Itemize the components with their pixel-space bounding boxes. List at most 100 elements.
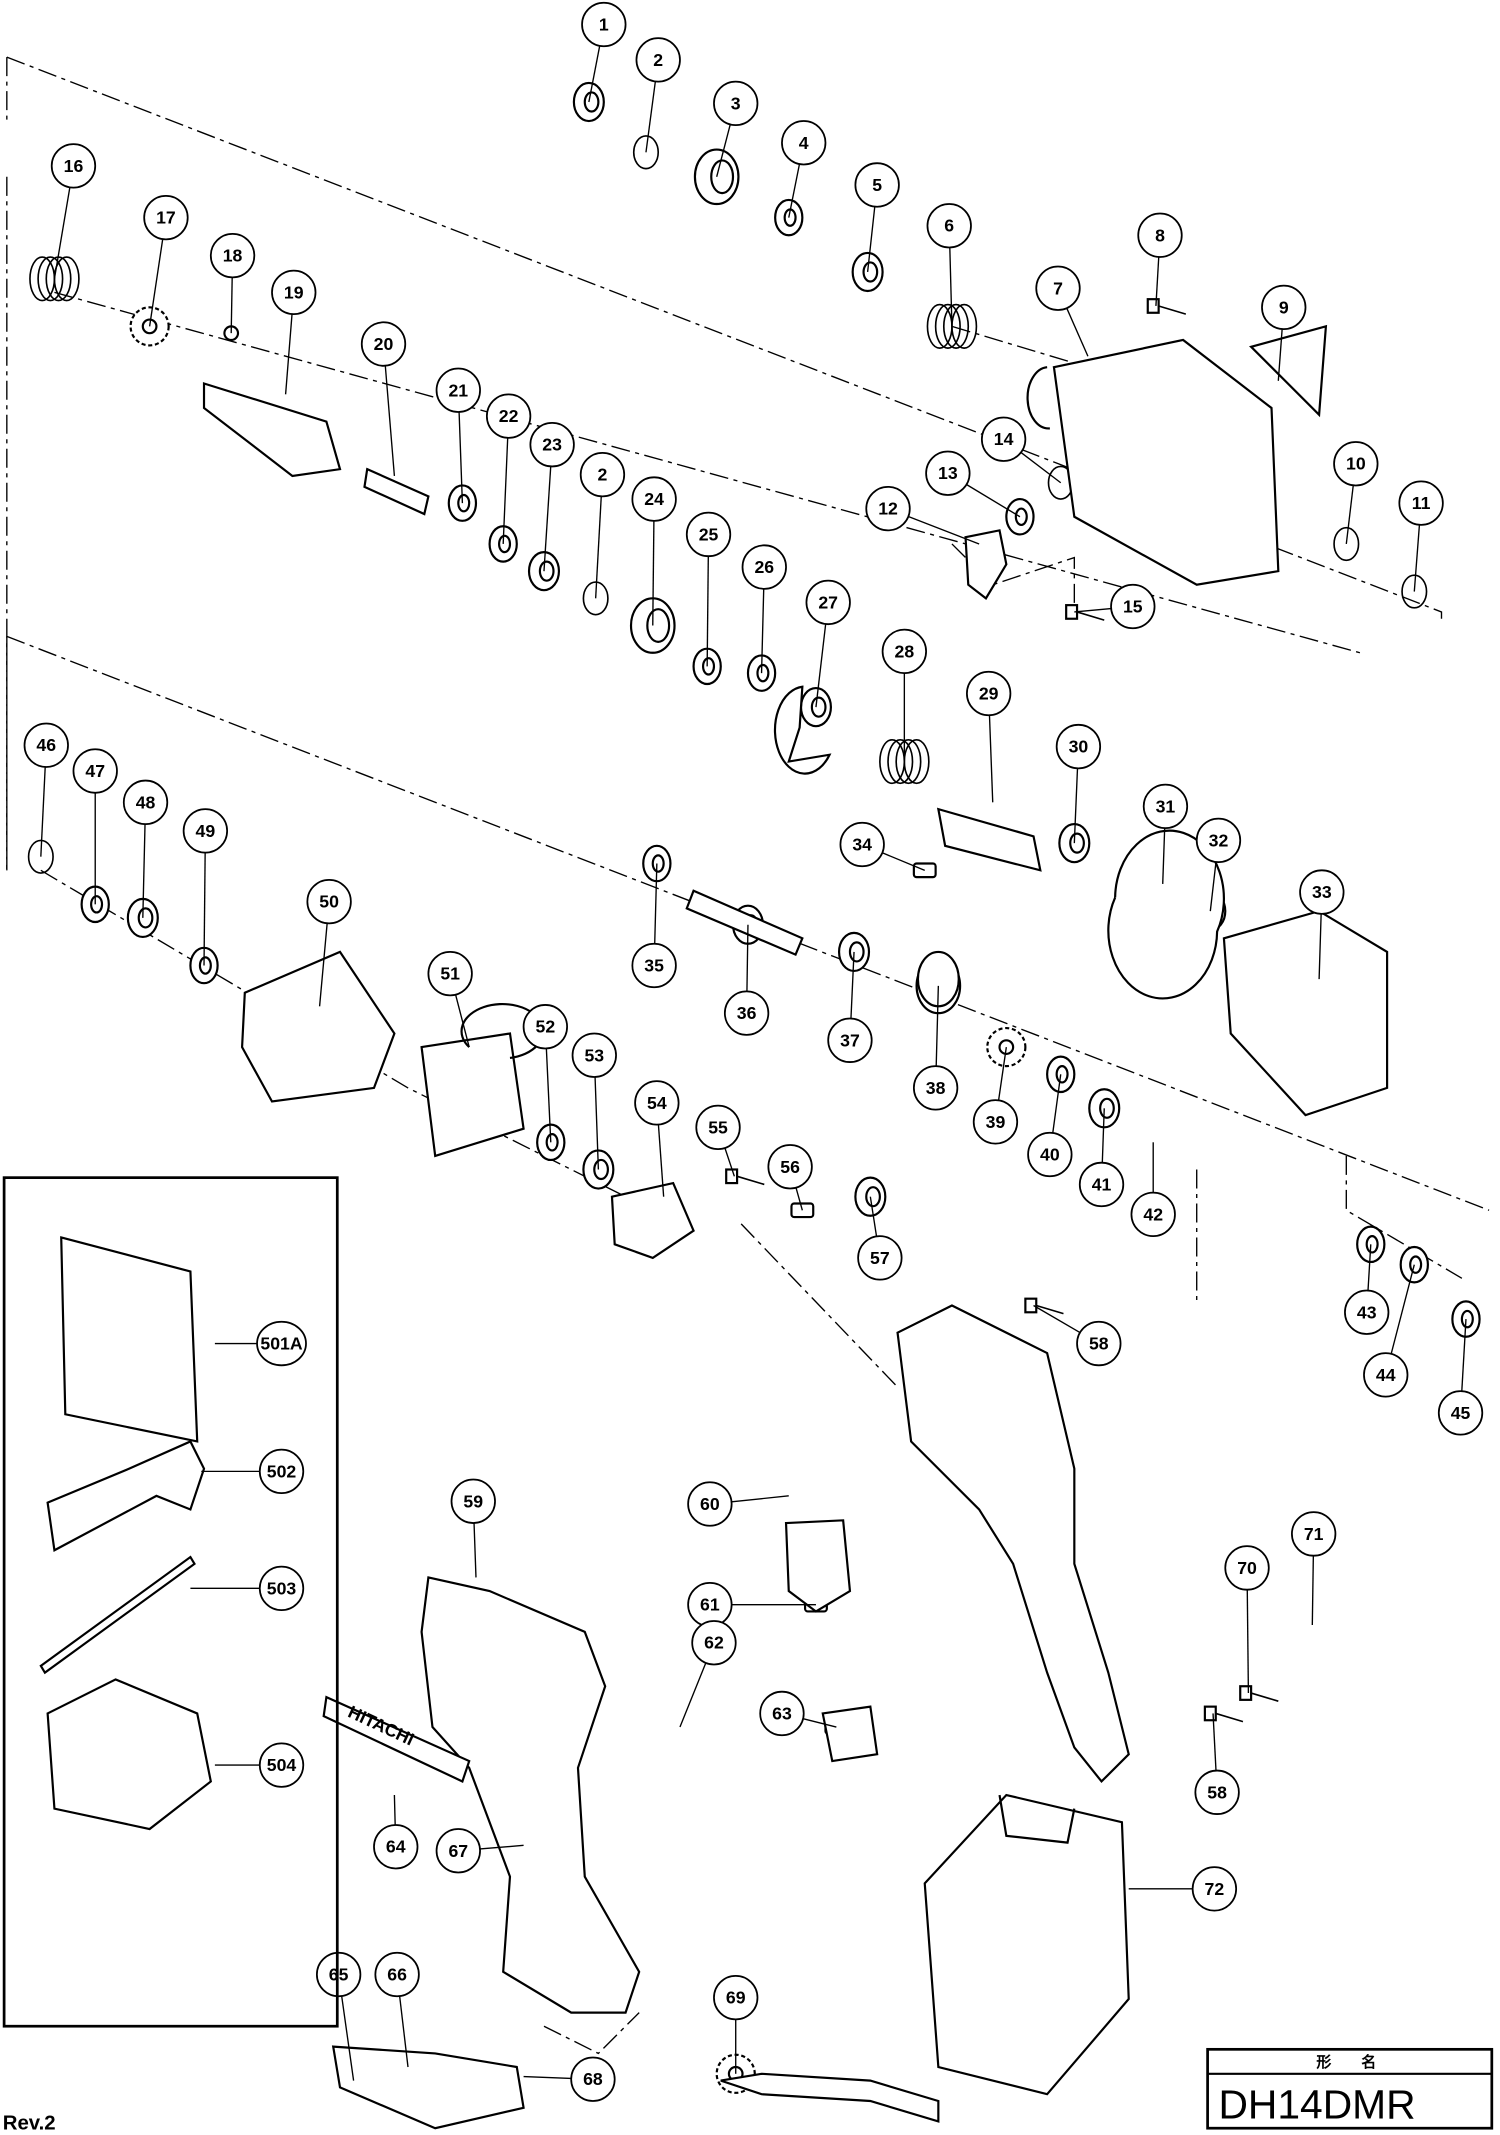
- callout-circle: [360, 321, 407, 367]
- callout-number: 40: [1040, 1145, 1060, 1165]
- callout-number: 52: [536, 1017, 556, 1037]
- callout-circle: [1333, 441, 1379, 487]
- callout-501A: 501A: [256, 1320, 307, 1367]
- leader-line: [1209, 861, 1217, 912]
- part-retaining-ring: [582, 581, 609, 616]
- callout-number: 53: [584, 1045, 604, 1065]
- callout-38: 38: [912, 1065, 959, 1111]
- callout-labels: 1234567891011121314151617181920212223224…: [23, 1, 1484, 2102]
- callout-circle: [839, 821, 885, 868]
- callout-number: 36: [737, 1003, 757, 1023]
- callout-number: 17: [156, 208, 176, 228]
- leader-line: [988, 715, 994, 803]
- callout-62: 62: [691, 1620, 737, 1666]
- callout-circle: [315, 1951, 362, 1998]
- callout-number: 33: [1312, 882, 1332, 902]
- callout-circle: [570, 2056, 616, 2102]
- callout-68: 68: [570, 2056, 616, 2102]
- part-retaining-ring: [632, 135, 660, 170]
- leader-line: [454, 994, 470, 1048]
- callout-number: 11: [1412, 493, 1431, 513]
- part-screw: [1146, 298, 1187, 315]
- part-switch: [784, 1519, 852, 1613]
- leader-line: [142, 824, 146, 918]
- leader-line: [1020, 451, 1062, 484]
- callout-50: 50: [306, 878, 352, 925]
- callout-circle: [1076, 1320, 1122, 1367]
- leader-line: [850, 951, 855, 1019]
- part-bearing: [1058, 822, 1091, 864]
- callout-number: 58: [1207, 1782, 1227, 1802]
- part-charger: [46, 1678, 213, 1831]
- callout-circle: [634, 1080, 680, 1126]
- callout-circle: [695, 1104, 741, 1150]
- callout-502: 502: [258, 1448, 305, 1495]
- callout-43: 43: [1344, 1289, 1390, 1335]
- callout-60: 60: [687, 1481, 733, 1527]
- callout-circle: [374, 1951, 420, 1998]
- leader-line: [1345, 485, 1354, 545]
- callout-circle: [1363, 1352, 1409, 1398]
- callout-51: 51: [427, 951, 473, 997]
- leader-line: [716, 124, 731, 177]
- leader-line: [935, 985, 940, 1067]
- callout-57: 57: [857, 1235, 903, 1281]
- callout-number: 30: [1069, 737, 1089, 757]
- callout-circle: [435, 367, 481, 413]
- leader-line: [53, 187, 71, 279]
- leader-line: [706, 556, 709, 667]
- leader-lines: [40, 45, 1467, 2081]
- callout-69: 69: [713, 1975, 759, 2021]
- callout-number: 4: [799, 133, 809, 153]
- callout-number: 54: [647, 1093, 667, 1113]
- callout-39: 39: [972, 1099, 1019, 1145]
- callout-circle: [182, 808, 229, 854]
- leader-line: [545, 1048, 552, 1143]
- callout-circle: [571, 1032, 617, 1078]
- callout-number: 43: [1357, 1302, 1377, 1322]
- callout-circle: [912, 1065, 959, 1111]
- callout-circle: [713, 1975, 759, 2021]
- callout-45: 45: [1437, 1390, 1484, 1436]
- leader-line: [746, 924, 749, 992]
- leader-line: [795, 1187, 804, 1211]
- callout-circle: [781, 120, 827, 166]
- callout-circle: [972, 1099, 1019, 1145]
- callout-number: 503: [267, 1578, 297, 1598]
- callout-66: 66: [374, 1951, 420, 1998]
- callout-number: 51: [440, 964, 460, 984]
- part-screw: [1203, 1705, 1244, 1723]
- callout-circle: [685, 511, 732, 558]
- part-inner-cover: [1222, 909, 1389, 1117]
- part-screw: [1239, 1685, 1279, 1702]
- callout-number: 32: [1209, 830, 1229, 850]
- callout-14: 14: [980, 416, 1027, 462]
- leader-line: [1073, 768, 1079, 844]
- leader-line: [657, 1124, 665, 1197]
- callout-number: 29: [979, 684, 999, 704]
- callout-number: 70: [1237, 1558, 1257, 1578]
- callout-48: 48: [122, 779, 169, 825]
- leader-line: [588, 45, 601, 103]
- callout-number: 16: [64, 156, 84, 176]
- callout-40: 40: [1027, 1131, 1073, 1178]
- part-striker: [363, 467, 430, 516]
- leader-line: [866, 206, 876, 273]
- callout-23: 23: [529, 422, 575, 468]
- callout-number: 42: [1143, 1204, 1163, 1224]
- callout-number: 35: [644, 956, 664, 976]
- callout-number: 5: [872, 175, 882, 195]
- callout-number: 502: [267, 1461, 297, 1481]
- leader-line: [40, 766, 46, 857]
- callout-circle: [1191, 1866, 1238, 1912]
- callout-37: 37: [827, 1017, 873, 1063]
- leader-line: [997, 1047, 1008, 1101]
- callout-number: 65: [329, 1965, 349, 1985]
- callout-number: 23: [542, 435, 562, 455]
- leader-line: [760, 588, 765, 674]
- callout-11: 11: [1398, 480, 1444, 526]
- callout-64: 64: [373, 1824, 419, 1870]
- callout-number: 19: [284, 282, 304, 302]
- callout-number: 8: [1155, 225, 1165, 245]
- part-terminal: [821, 1705, 879, 1763]
